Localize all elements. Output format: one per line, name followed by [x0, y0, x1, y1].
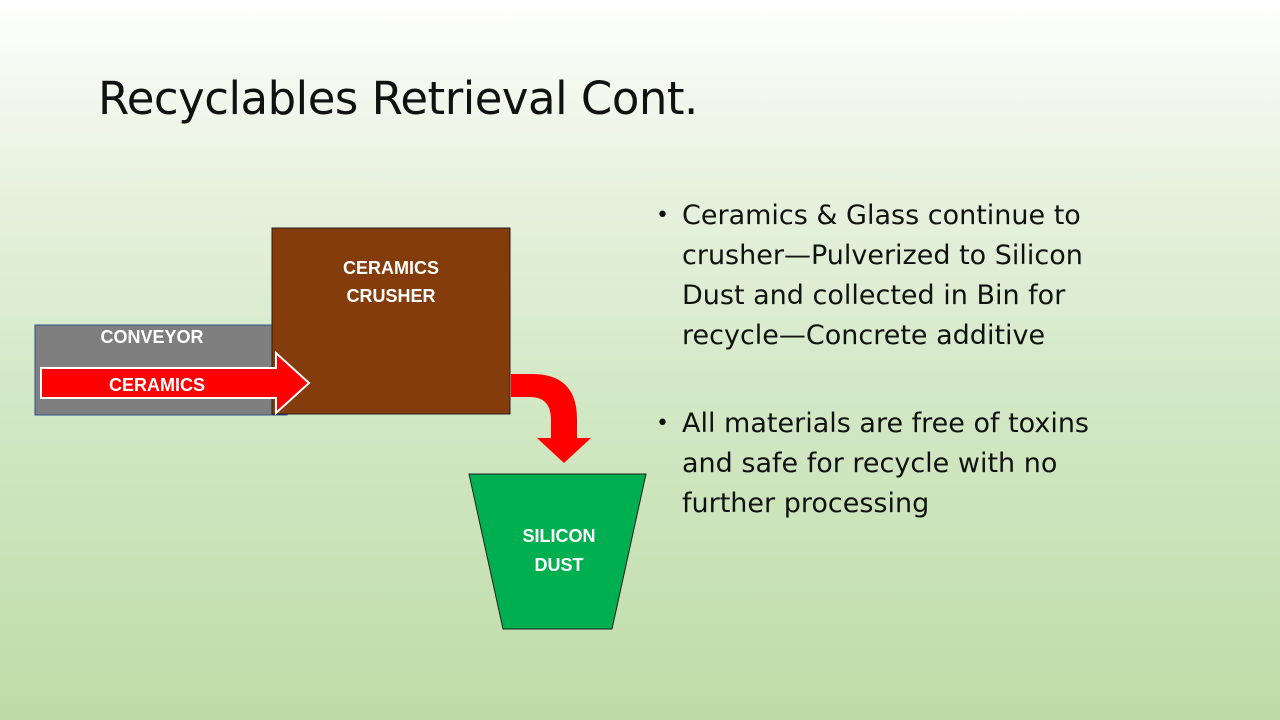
crusher-label-line1: CERAMICS [343, 258, 439, 278]
ceramics-arrow-label: CERAMICS [109, 375, 205, 395]
silicon-dust-bin [468, 473, 647, 630]
bullet-item: • All materials are free of toxins and s… [656, 404, 1136, 524]
bin-label-line2: DUST [535, 555, 584, 575]
ceramics-crusher-box [271, 227, 511, 415]
bullet-text: All materials are free of toxins and saf… [682, 408, 1090, 519]
bullet-dot-icon: • [656, 203, 669, 228]
bullet-text: Ceramics & Glass continue to crusher—Pul… [682, 200, 1083, 351]
ceramics-arrow [40, 350, 311, 416]
crusher-label-line2: CRUSHER [346, 286, 435, 306]
bullet-item: • Ceramics & Glass continue to crusher—P… [656, 196, 1136, 356]
bullet-dot-icon: • [656, 411, 669, 436]
bin-label-line1: SILICON [522, 526, 595, 546]
bent-down-arrow [511, 374, 591, 463]
bullet-list: • Ceramics & Glass continue to crusher—P… [656, 196, 1136, 572]
conveyor-label: CONVEYOR [100, 327, 203, 347]
slide-title: Recyclables Retrieval Cont. [98, 72, 698, 125]
